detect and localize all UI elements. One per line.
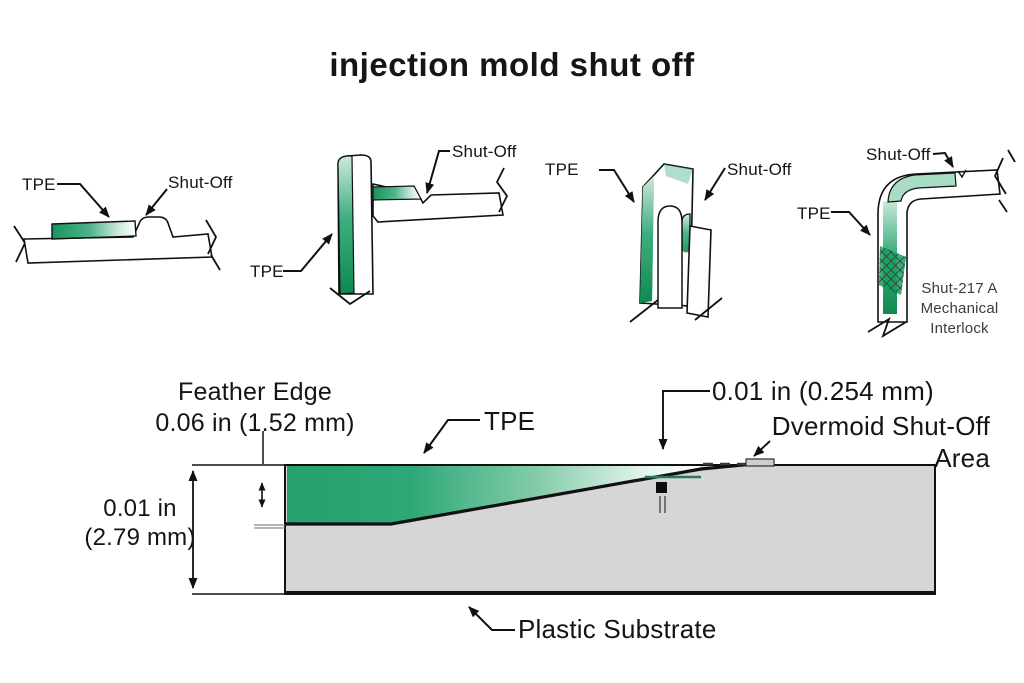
d1-tpe-label: TPE xyxy=(22,175,56,194)
page-title: injection mold shut off xyxy=(329,46,695,83)
diagram-flat-strip xyxy=(13,183,221,271)
d3-shut-off-label: Shut-Off xyxy=(727,160,792,179)
depth-marker-square xyxy=(656,482,667,493)
shut-off-depth-label: 0.01 in (0.254 mm) xyxy=(712,376,934,406)
diagram-corner xyxy=(831,149,1016,339)
d4-interlock-caption: Shut-217 A Mechanical Interlock xyxy=(920,280,999,337)
d2-shut-off-label: Shut-Off xyxy=(452,142,517,161)
plastic-substrate-label: Plastic Substrate xyxy=(518,614,717,644)
diagram-vertical-wall xyxy=(283,150,509,306)
d3-tpe-label: TPE xyxy=(545,160,579,179)
d4-tpe-label: TPE xyxy=(797,204,831,223)
thickness-dimension-label: 0.01 in (2.79 mm) xyxy=(84,495,196,552)
diagram-notch xyxy=(599,163,726,323)
tpe-main-label: TPE xyxy=(484,406,536,436)
overmold-shut-off-area-label: Dvermoid Shut-Off Area xyxy=(771,411,990,473)
diagram-feather-edge xyxy=(188,390,936,631)
feather-edge-label: Feather Edge 0.06 in (1.52 mm) xyxy=(155,378,355,437)
d2-tpe-label: TPE xyxy=(250,262,284,281)
d1-shut-off-label: Shut-Off xyxy=(168,173,233,192)
d4-shut-off-label: Shut-Off xyxy=(866,145,931,164)
